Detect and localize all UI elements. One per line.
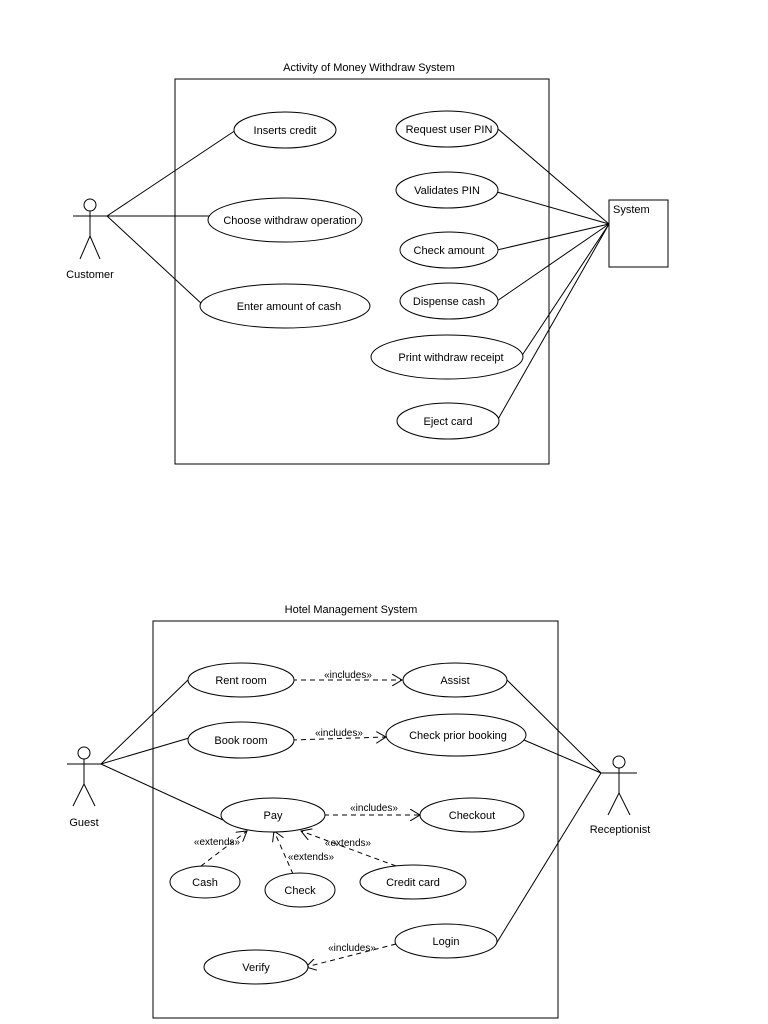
use-case-pay: Pay [220,797,326,833]
extends-arrow [301,831,397,867]
actor-leg [79,235,91,260]
guest-associations [100,678,224,821]
dependency-arrows [200,680,420,967]
extends-arrow [200,831,247,867]
use-case-label: Check prior booking [409,730,507,742]
use-case-check: Check [264,872,336,908]
use-case-label: Print withdraw receipt [398,352,503,364]
includes-label: «includes» [350,803,398,814]
includes-label: «includes» [328,943,376,954]
receptionist-label: Receptionist [590,824,651,836]
includes-arrow [291,737,386,740]
use-case-label: Checkout [449,810,495,822]
extends-label: «extends» [194,837,241,848]
association-line [100,678,190,765]
customer-associations [106,129,237,306]
actor-leg [72,783,85,807]
extends-label: «extends» [288,852,335,863]
actor-leg [618,792,631,816]
association-line [496,223,610,422]
use-case-label: Inserts credit [254,125,317,137]
actor-leg [83,783,96,807]
association-line [523,739,602,774]
use-case-cash: Cash [169,865,241,899]
use-case-validates-pin: Validates PIN [395,171,499,209]
use-case-label: Eject card [424,416,473,428]
hotel-diagram-title: Hotel Management System [285,604,418,616]
use-case-label: Verify [242,962,270,974]
association-line [495,772,602,945]
use-case-label: Cash [192,877,218,889]
use-case-credit-card: Credit card [359,864,467,900]
includes-arrow [306,943,397,967]
use-case-label: Validates PIN [414,185,480,197]
association-line [497,128,610,225]
association-line [100,763,224,821]
guest-actor: Guest [67,746,101,829]
hotel-diagram: Hotel Management System «includes» [67,604,651,1019]
customer-actor: Customer [66,198,114,281]
use-case-print-receipt: Print withdraw receipt [370,334,524,380]
receptionist-actor: Receptionist [590,755,651,836]
use-case-choose-withdraw: Choose withdraw operation [207,197,363,243]
use-case-login: Login [394,923,498,959]
use-case-book-room: Book room [187,721,295,759]
actor-leg [607,792,620,816]
association-line [496,223,610,302]
association-line [506,679,602,774]
system-actor: System [608,199,669,268]
use-case-label: Pay [264,810,283,822]
association-line [496,191,610,225]
includes-label: «includes» [315,728,363,739]
use-case-label: Check [284,885,316,897]
use-case-eject-card: Eject card [396,402,500,440]
system-associations [496,128,610,422]
use-case-label: Assist [440,675,469,687]
use-case-label: Enter amount of cash [237,301,342,313]
use-case-rent-room: Rent room [187,662,295,698]
guest-label: Guest [69,817,98,829]
use-case-dispense-cash: Dispense cash [399,282,499,320]
receptionist-associations [495,679,602,945]
association-line [496,223,610,251]
actor-head [77,746,91,760]
use-case-enter-amount: Enter amount of cash [199,283,371,329]
use-case-request-pin: Request user PIN [395,110,499,148]
use-case-check-prior-booking: Check prior booking [385,713,527,757]
association-line [520,223,610,358]
use-case-label: Check amount [414,245,485,257]
system-box [608,199,669,268]
use-case-check-amount: Check amount [399,231,499,269]
actor-leg [89,235,101,260]
actor-head [612,755,626,769]
use-case-label: Login [433,936,460,948]
stereotype-labels: «includes» «includes» «includes» «extend… [194,670,398,954]
customer-label: Customer [66,269,114,281]
extends-label: «extends» [325,838,372,849]
use-case-checkout: Checkout [419,797,525,833]
extends-arrow [274,831,294,875]
use-case-label: Book room [214,735,267,747]
use-case-label: Dispense cash [413,296,485,308]
hotel-system-boundary [152,620,559,1019]
actor-head [83,198,97,212]
association-line [106,215,204,306]
use-case-label: Choose withdraw operation [223,215,356,227]
association-line [100,737,190,765]
use-case-verify: Verify [203,949,309,985]
includes-label: «includes» [324,670,372,681]
withdraw-diagram: Activity of Money Withdraw System Custom… [66,62,669,465]
use-case-label: Rent room [215,675,266,687]
use-case-label: Request user PIN [406,124,493,136]
use-case-label: Credit card [386,877,440,889]
withdraw-system-boundary [174,78,550,465]
association-line [106,129,237,217]
use-case-inserts-credit: Inserts credit [233,111,337,149]
system-label: System [613,204,650,216]
use-case-assist: Assist [402,662,508,698]
withdraw-diagram-title: Activity of Money Withdraw System [283,62,455,74]
